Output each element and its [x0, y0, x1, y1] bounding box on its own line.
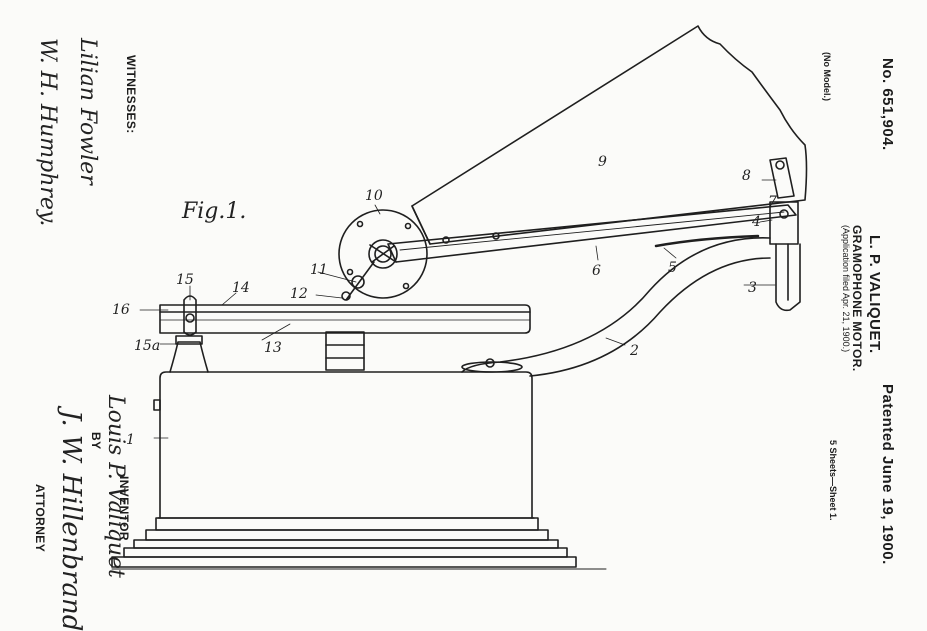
- part-label-12: 12: [290, 286, 308, 302]
- part-label-9: 9: [598, 154, 607, 170]
- clamp: [183, 295, 197, 336]
- sound-box: [338, 209, 428, 299]
- bearing-post: [169, 335, 209, 373]
- part-label-5: 5: [668, 260, 677, 276]
- part-label-15: 15: [176, 272, 194, 288]
- figure-label: Fig.1.: [181, 199, 246, 224]
- part-label-2: 2: [629, 343, 639, 359]
- part-label-10: 10: [365, 188, 383, 204]
- leader-lines: [139, 179, 777, 439]
- part-label-4: 4: [751, 214, 761, 230]
- horn: [411, 25, 808, 245]
- needle-holder: [341, 261, 375, 301]
- part-label-14: 14: [232, 280, 250, 296]
- part-label-11: 11: [310, 262, 328, 278]
- part-label-7: 7: [768, 194, 777, 210]
- spring: [654, 234, 760, 248]
- part-label-3: 3: [748, 280, 757, 296]
- part-label-1: 1: [126, 432, 135, 448]
- spindle-housing: [325, 331, 365, 371]
- part-label-16: 16: [112, 302, 130, 318]
- support-arm: [461, 237, 771, 377]
- lever: [769, 157, 795, 199]
- part-label-6: 6: [592, 263, 601, 279]
- cabinet-box: [153, 371, 535, 519]
- part-label-15a: 15a: [134, 338, 160, 354]
- cabinet-base: [111, 517, 607, 570]
- tone-arm: [387, 204, 797, 263]
- part-label-8: 8: [742, 168, 751, 184]
- turntable: [159, 304, 531, 334]
- part-label-13: 13: [264, 340, 282, 356]
